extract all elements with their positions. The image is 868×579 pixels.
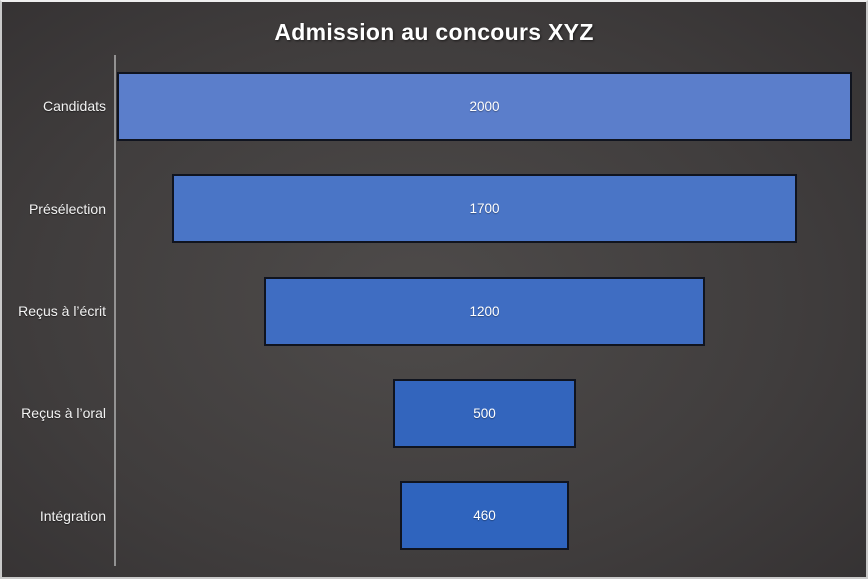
- funnel-bar: 2000: [117, 71, 852, 141]
- value-label: 500: [473, 405, 496, 421]
- funnel-rows: Candidats 2000 Présélection 1700 Reçus à…: [2, 55, 866, 567]
- chart-title: Admission au concours XYZ: [274, 18, 594, 45]
- category-label: Présélection: [28, 200, 106, 217]
- funnel-bar: 460: [399, 481, 570, 551]
- value-label: 460: [473, 508, 496, 524]
- category-label: Reçus à l’écrit: [18, 303, 106, 320]
- bar-area: 460: [117, 465, 852, 567]
- bar-area: 500: [117, 362, 852, 464]
- bar-area: 1700: [117, 157, 852, 259]
- bar-area: 1200: [117, 260, 852, 362]
- bar-area: 2000: [117, 55, 852, 157]
- funnel-chart: Candidats 2000 Présélection 1700 Reçus à…: [2, 55, 866, 567]
- category-label: Intégration: [39, 507, 106, 524]
- funnel-row: Candidats 2000: [2, 55, 866, 157]
- funnel-bar: 1200: [264, 276, 705, 346]
- category-label: Candidats: [42, 98, 106, 115]
- funnel-row: Présélection 1700: [2, 157, 866, 259]
- value-axis-line: [114, 55, 116, 566]
- category-label: Reçus à l’oral: [21, 405, 106, 422]
- funnel-row: Reçus à l’écrit 1200: [2, 260, 866, 362]
- funnel-row: Reçus à l’oral 500: [2, 362, 866, 464]
- funnel-bar: 1700: [172, 174, 797, 244]
- funnel-bar: 500: [392, 378, 577, 448]
- value-label: 1700: [469, 201, 500, 217]
- funnel-row: Intégration 460: [2, 465, 866, 567]
- value-label: 1200: [469, 303, 500, 319]
- value-label: 2000: [469, 98, 500, 114]
